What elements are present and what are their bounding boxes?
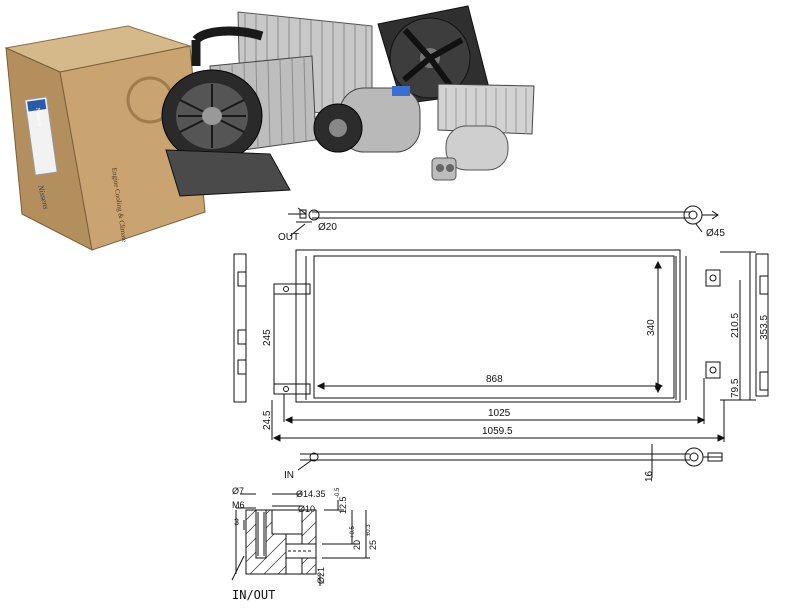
receiver-drier-photo [431, 125, 509, 181]
port-three-label: 3 [234, 517, 239, 527]
product-photo: Nissens Nissens Engine Cooling & Climate [4, 5, 535, 251]
overall-width-label: 1059.5 [482, 426, 513, 437]
port-in-label: IN [284, 470, 294, 481]
blower-motor-photo [161, 69, 291, 197]
right-side-view [755, 253, 769, 397]
port-dim-20-tol: +0.5 [350, 525, 356, 538]
port-out-label: OUT [278, 232, 299, 243]
port-m6-label: M6 [232, 500, 245, 510]
port-d14-label: Ø14.35 [296, 489, 326, 499]
bottom-offset-label: 24.5 [262, 410, 273, 430]
front-view [273, 249, 756, 403]
mount-width-label: 1025 [488, 408, 511, 419]
port-dim-12-5-label: 12.5 [338, 496, 348, 514]
drier-diameter-label: Ø45 [706, 228, 725, 239]
bottom-view [297, 444, 723, 478]
port-dim-25-label: 25 [368, 540, 378, 550]
port-dim-12-5-tol: -0.5 [335, 487, 341, 498]
port-detail-view [231, 493, 370, 586]
top-view [288, 205, 719, 225]
pipe-out-diameter-label: Ø20 [318, 222, 337, 233]
port-detail-caption: IN/OUT [232, 588, 275, 602]
technical-drawing: OUT Ø20 Ø45 [231, 205, 770, 602]
port-d10-label: Ø10 [298, 504, 315, 514]
side-bracket-height-label: 245 [262, 329, 273, 346]
core-height-label: 340 [646, 319, 657, 336]
left-side-view [233, 253, 247, 403]
ac-compressor-photo [313, 86, 421, 153]
width-dimensions [271, 378, 726, 442]
depth-label: 16 [644, 470, 655, 482]
core-width-label: 868 [486, 374, 503, 385]
port-dim-25-tol: ±0.3 [366, 524, 372, 536]
box-brand-label: Nissens [34, 107, 43, 127]
total-height-label: 353.5 [759, 315, 770, 340]
radiator-fan-photo [377, 5, 491, 105]
bracket-offset-label: 79.5 [730, 378, 741, 398]
heater-core-photo [437, 83, 535, 135]
port-dim-20-label: 20 [352, 540, 362, 550]
bracket-spacing-label: 210.5 [730, 313, 741, 338]
port-d7-label: Ø7 [232, 486, 244, 496]
port-d21-label: Ø21 [316, 567, 326, 584]
